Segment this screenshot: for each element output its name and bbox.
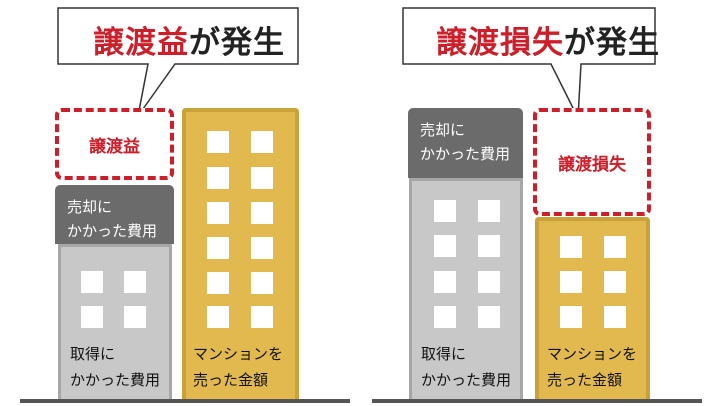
right-gold-window	[560, 306, 582, 328]
right-gray-window	[434, 271, 456, 293]
left-gray-window	[81, 306, 103, 328]
right-gray-window	[434, 200, 456, 222]
right-gold-window	[560, 236, 582, 258]
left-gray-window	[124, 271, 146, 293]
right-gold-window	[604, 306, 626, 328]
right-sale-line1: マンションを	[547, 345, 638, 363]
left-gold-window	[251, 306, 273, 328]
right-gray-window	[478, 271, 500, 293]
left-acquisition-building	[58, 244, 172, 400]
right-gray-window	[478, 235, 500, 257]
right-gray-window	[434, 306, 456, 328]
left-gold-window	[207, 131, 229, 153]
right-loss-label: 譲渡損失	[558, 154, 626, 175]
right-sale-cost-line1: 売却に	[420, 121, 466, 139]
left-gray-window	[81, 271, 103, 293]
right-gray-window	[478, 200, 500, 222]
left-gold-window	[207, 306, 229, 328]
left-gold-window	[207, 167, 229, 189]
right-sale-amount-building	[535, 217, 650, 400]
left-gold-window	[251, 202, 273, 224]
left-sale-amount-building	[182, 108, 299, 400]
right-sale-cost-line2: かかった費用	[420, 145, 511, 163]
left-callout-tail-text: が発生	[189, 25, 285, 61]
left-acq-line1: 取得に	[70, 345, 116, 363]
right-gold-window	[604, 236, 626, 258]
right-sale-line2: 売った金額	[547, 371, 623, 389]
left-callout-shape	[57, 7, 299, 117]
right-ground-line	[372, 399, 702, 403]
right-acq-line2: かかった費用	[421, 371, 512, 389]
left-gold-window	[207, 272, 229, 294]
right-callout-red-text: 譲渡損失	[436, 25, 564, 61]
left-gold-window	[251, 131, 273, 153]
left-gain-label: 譲渡益	[89, 136, 140, 157]
right-callout-tail-text: が発生	[564, 25, 660, 61]
right-sale-amount-label: マンションを 売った金額	[547, 341, 637, 393]
right-loss-box: 譲渡損失	[533, 108, 651, 216]
left-gain-box: 譲渡益	[55, 108, 174, 180]
left-gold-window	[207, 202, 229, 224]
left-sale-amount-label: マンションを 売った金額	[193, 341, 283, 393]
left-acq-line2: かかった費用	[70, 371, 161, 389]
left-gray-window	[124, 306, 146, 328]
left-callout-red-text: 譲渡益	[93, 25, 189, 61]
right-callout-title: 譲渡損失が発生	[436, 17, 660, 62]
left-ground-line	[20, 399, 350, 403]
left-gold-window	[207, 237, 229, 259]
left-acquisition-label: 取得に かかった費用	[70, 341, 160, 393]
right-acq-line1: 取得に	[421, 345, 467, 363]
right-gold-window	[604, 271, 626, 293]
left-sale-cost-line1: 売却に	[67, 198, 113, 216]
left-gold-window	[251, 237, 273, 259]
right-callout-shape	[402, 7, 656, 121]
right-gray-window	[478, 306, 500, 328]
right-sale-cost-box: 売却に かかった費用	[408, 108, 523, 178]
left-sale-line2: 売った金額	[193, 371, 269, 389]
left-sale-cost-box: 売却に かかった費用	[55, 185, 174, 244]
left-gold-window	[251, 167, 273, 189]
right-acquisition-label: 取得に かかった費用	[421, 341, 511, 393]
left-callout-title: 譲渡益が発生	[93, 17, 285, 62]
right-gray-window	[434, 235, 456, 257]
left-sale-cost-line2: かかった費用	[67, 222, 158, 240]
right-acquisition-building	[409, 178, 523, 400]
left-gold-window	[251, 272, 273, 294]
left-sale-line1: マンションを	[193, 345, 284, 363]
right-gold-window	[560, 271, 582, 293]
